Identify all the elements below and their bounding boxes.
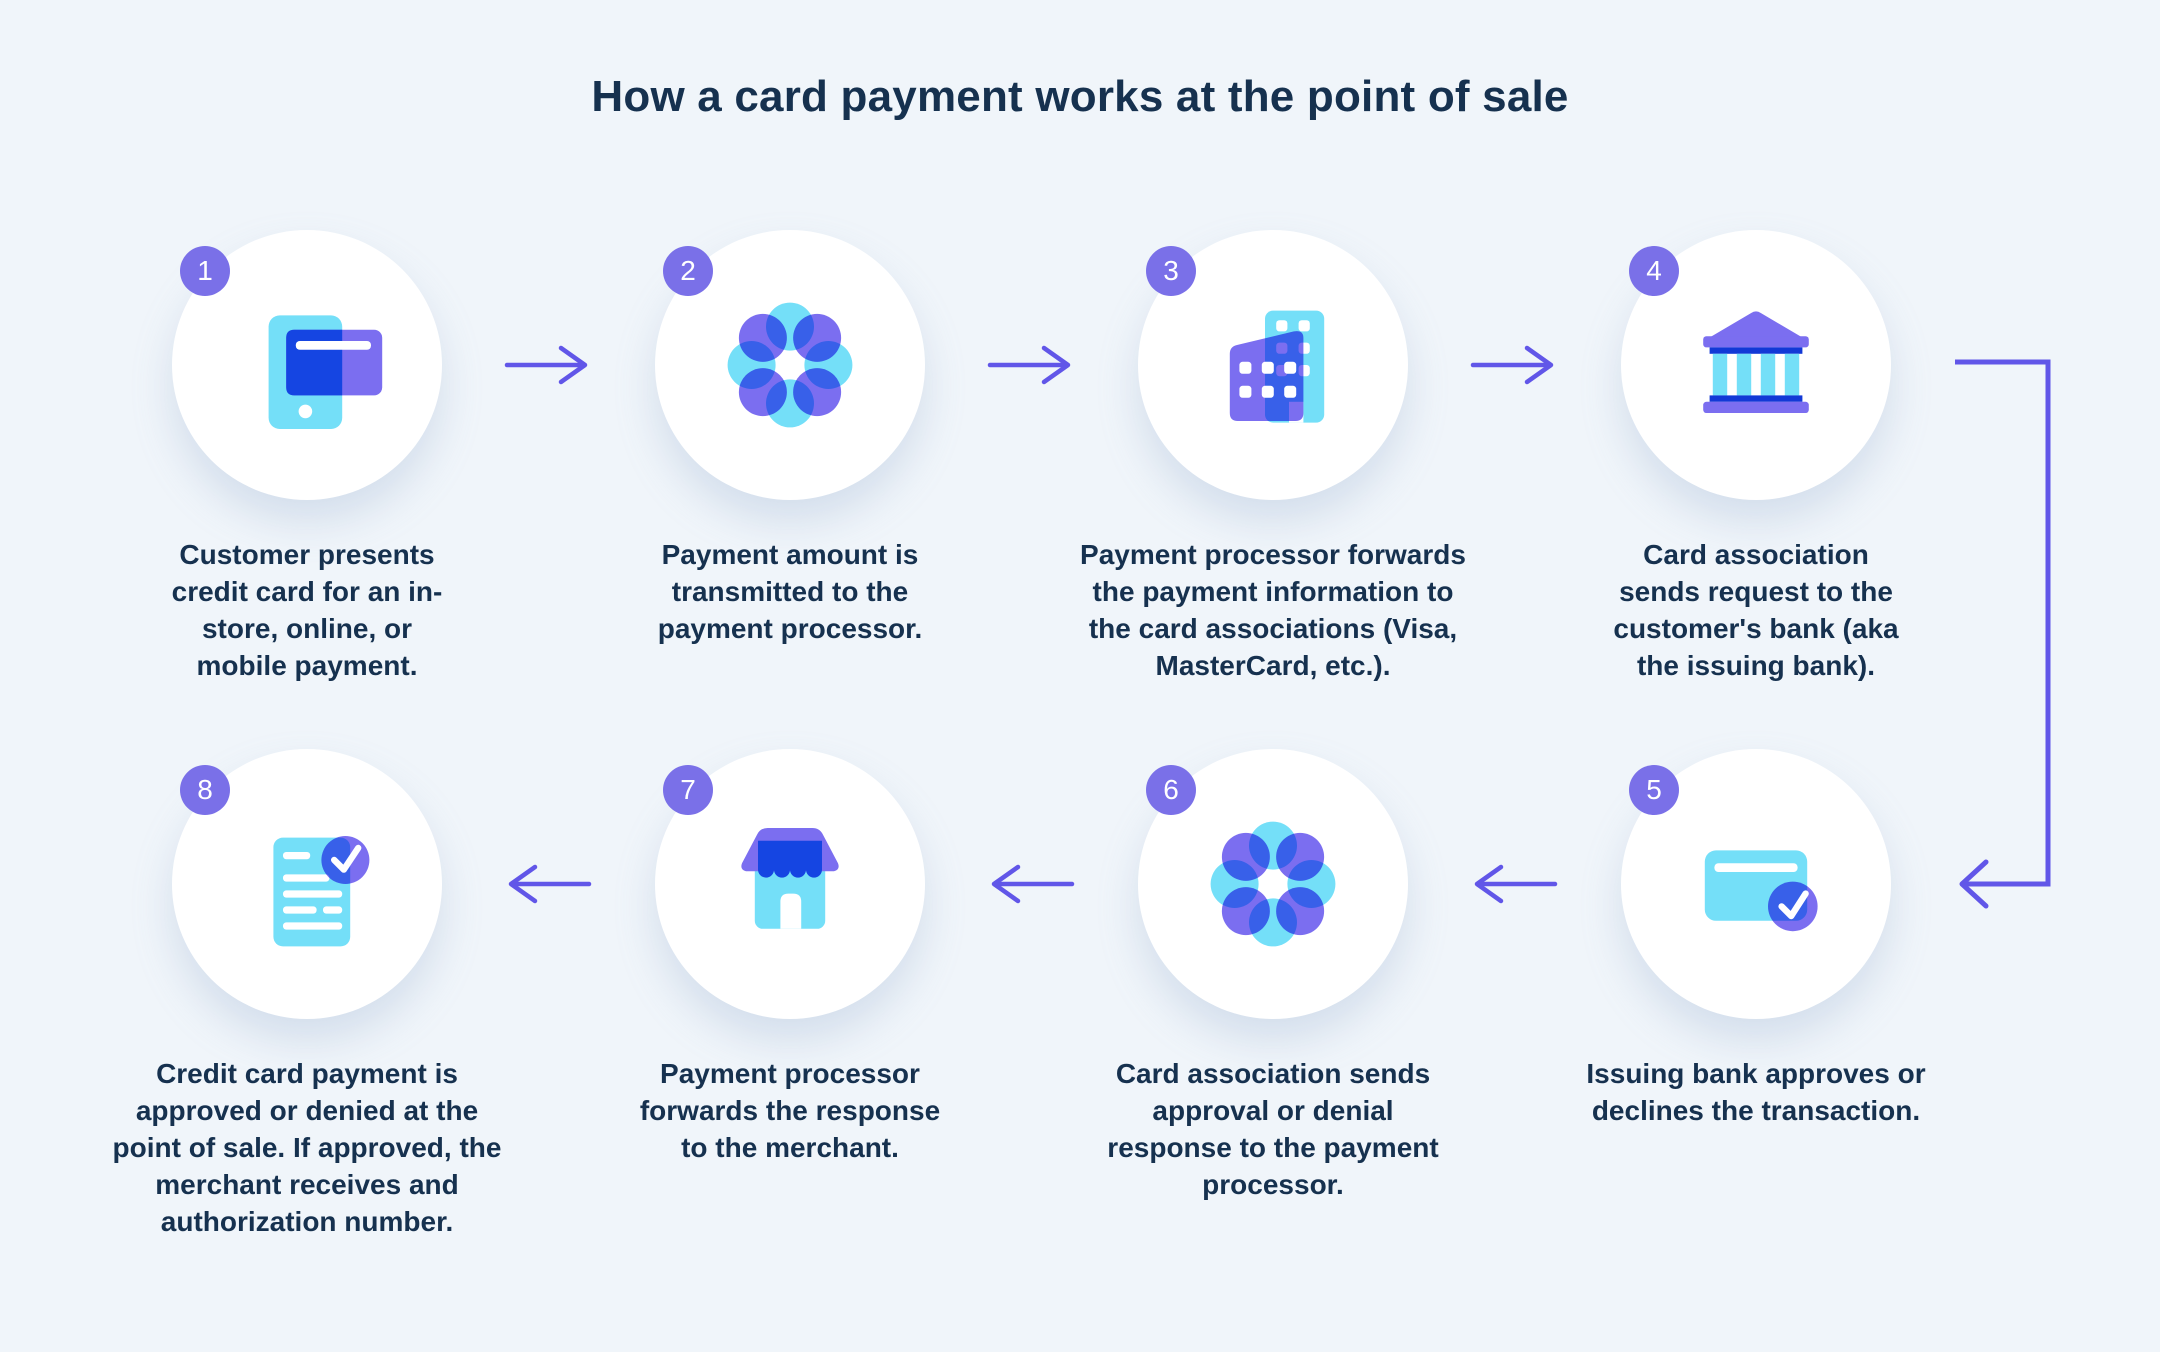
step-5: 5 Issuing bank approves or declines the … [1516, 749, 1996, 1129]
flow-arrow-3-to-4 [1470, 345, 1554, 385]
step-8: 8 Credit card payment is approved or den… [67, 749, 547, 1240]
flow-connector-4-to-5 [1955, 359, 2051, 909]
step-caption: Card association sends request to the cu… [1613, 539, 1899, 681]
step-4: 4 Card association sends request to the … [1516, 230, 1996, 684]
card-approved-icon [1704, 850, 1818, 932]
step-circle: 5 [1621, 749, 1891, 1019]
page-title: How a card payment works at the point of… [591, 72, 1569, 121]
flow-arrow-5-to-6 [1474, 864, 1558, 904]
step-number-badge: 3 [1146, 246, 1196, 296]
flow-arrow-6-to-7 [991, 864, 1075, 904]
step-caption: Payment processor forwards the payment i… [1080, 539, 1466, 681]
step-circle: 4 [1621, 230, 1891, 500]
step-caption: Payment processor forwards the response … [639, 1058, 941, 1163]
flow-arrow-2-to-3 [987, 345, 1071, 385]
payment-processor-icon [727, 302, 853, 428]
step-6: 6 Card association sends approval or den… [1033, 749, 1513, 1203]
step-circle: 6 [1138, 749, 1408, 1019]
flow-arrow-1-to-2 [504, 345, 588, 385]
step-number-badge: 8 [180, 765, 230, 815]
card-associations-buildings-icon [1229, 310, 1325, 423]
step-caption: Credit card payment is approved or denie… [112, 1058, 502, 1237]
step-caption: Customer presents credit card for an in-… [171, 539, 443, 681]
payment-processor-icon [1210, 821, 1336, 947]
step-7: 7 Payment processor forwards the respons… [550, 749, 1030, 1166]
issuing-bank-icon [1703, 311, 1809, 413]
step-caption: Card association sends approval or denia… [1107, 1058, 1439, 1200]
step-3: 3 Payment processor forwards the payment… [1033, 230, 1513, 684]
merchant-store-icon [741, 828, 839, 929]
step-caption: Issuing bank approves or declines the tr… [1586, 1058, 1926, 1126]
step-circle: 7 [655, 749, 925, 1019]
receipt-approved-icon [273, 836, 370, 947]
step-number-badge: 2 [663, 246, 713, 296]
step-2: 2 Payment amount is transmitted to the p… [550, 230, 1030, 647]
step-circle: 8 [172, 749, 442, 1019]
step-circle: 2 [655, 230, 925, 500]
step-circle: 3 [1138, 230, 1408, 500]
step-number-badge: 6 [1146, 765, 1196, 815]
step-number-badge: 1 [180, 246, 230, 296]
step-caption: Payment amount is transmitted to the pay… [657, 539, 923, 644]
step-number-badge: 7 [663, 765, 713, 815]
flow-arrow-7-to-8 [508, 864, 592, 904]
step-1: 1 Customer presents credit card for an i… [67, 230, 547, 684]
mobile-payment-icon [268, 315, 383, 429]
step-number-badge: 4 [1629, 246, 1679, 296]
step-number-badge: 5 [1629, 765, 1679, 815]
step-circle: 1 [172, 230, 442, 500]
